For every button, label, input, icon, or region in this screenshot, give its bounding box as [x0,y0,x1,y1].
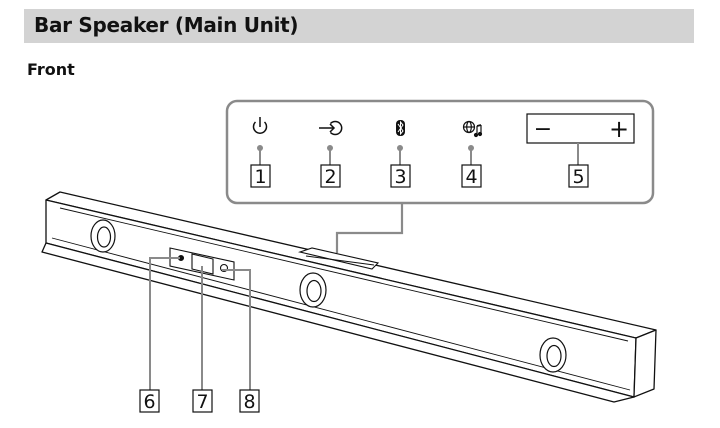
network-music-icon [462,120,483,138]
bluetooth-icon [396,120,405,136]
volume-plus-button: + [609,115,629,143]
header-bar: Bar Speaker (Main Unit) [24,9,694,43]
callout-number-5: 5 [572,166,584,188]
callout-box-7 [192,389,213,413]
callout-box-8 [239,389,260,413]
section-label: Front [27,60,75,79]
callout-number-7: 7 [196,391,208,413]
front-indicator-panel [169,247,235,281]
input-icon [319,120,343,136]
callout-number-3: 3 [394,166,406,188]
panel-leader-dots [257,145,474,151]
callout-box-1 [250,164,271,188]
callout-box-5 [568,164,589,188]
callout-number-1: 1 [254,166,266,188]
callout-box-2 [320,164,341,188]
top-control-panel [297,247,380,270]
callout-box-3 [390,164,411,188]
speaker-driver-center [299,272,327,308]
power-icon [252,117,268,134]
speaker-driver-left [90,219,116,253]
callout-box-4 [461,164,482,188]
panel-connector-line [335,203,404,253]
callout-number-2: 2 [324,166,336,188]
front-leader-lines [149,257,251,390]
callout-number-4: 4 [465,166,477,188]
callout-box-6 [139,389,160,413]
callout-number-6: 6 [143,391,155,413]
volume-button-frame [526,113,635,144]
volume-minus-button: − [534,117,552,142]
bar-speaker [41,191,657,403]
page-title: Bar Speaker (Main Unit) [34,13,299,37]
callout-number-8: 8 [243,391,255,413]
speaker-driver-right [539,337,567,373]
